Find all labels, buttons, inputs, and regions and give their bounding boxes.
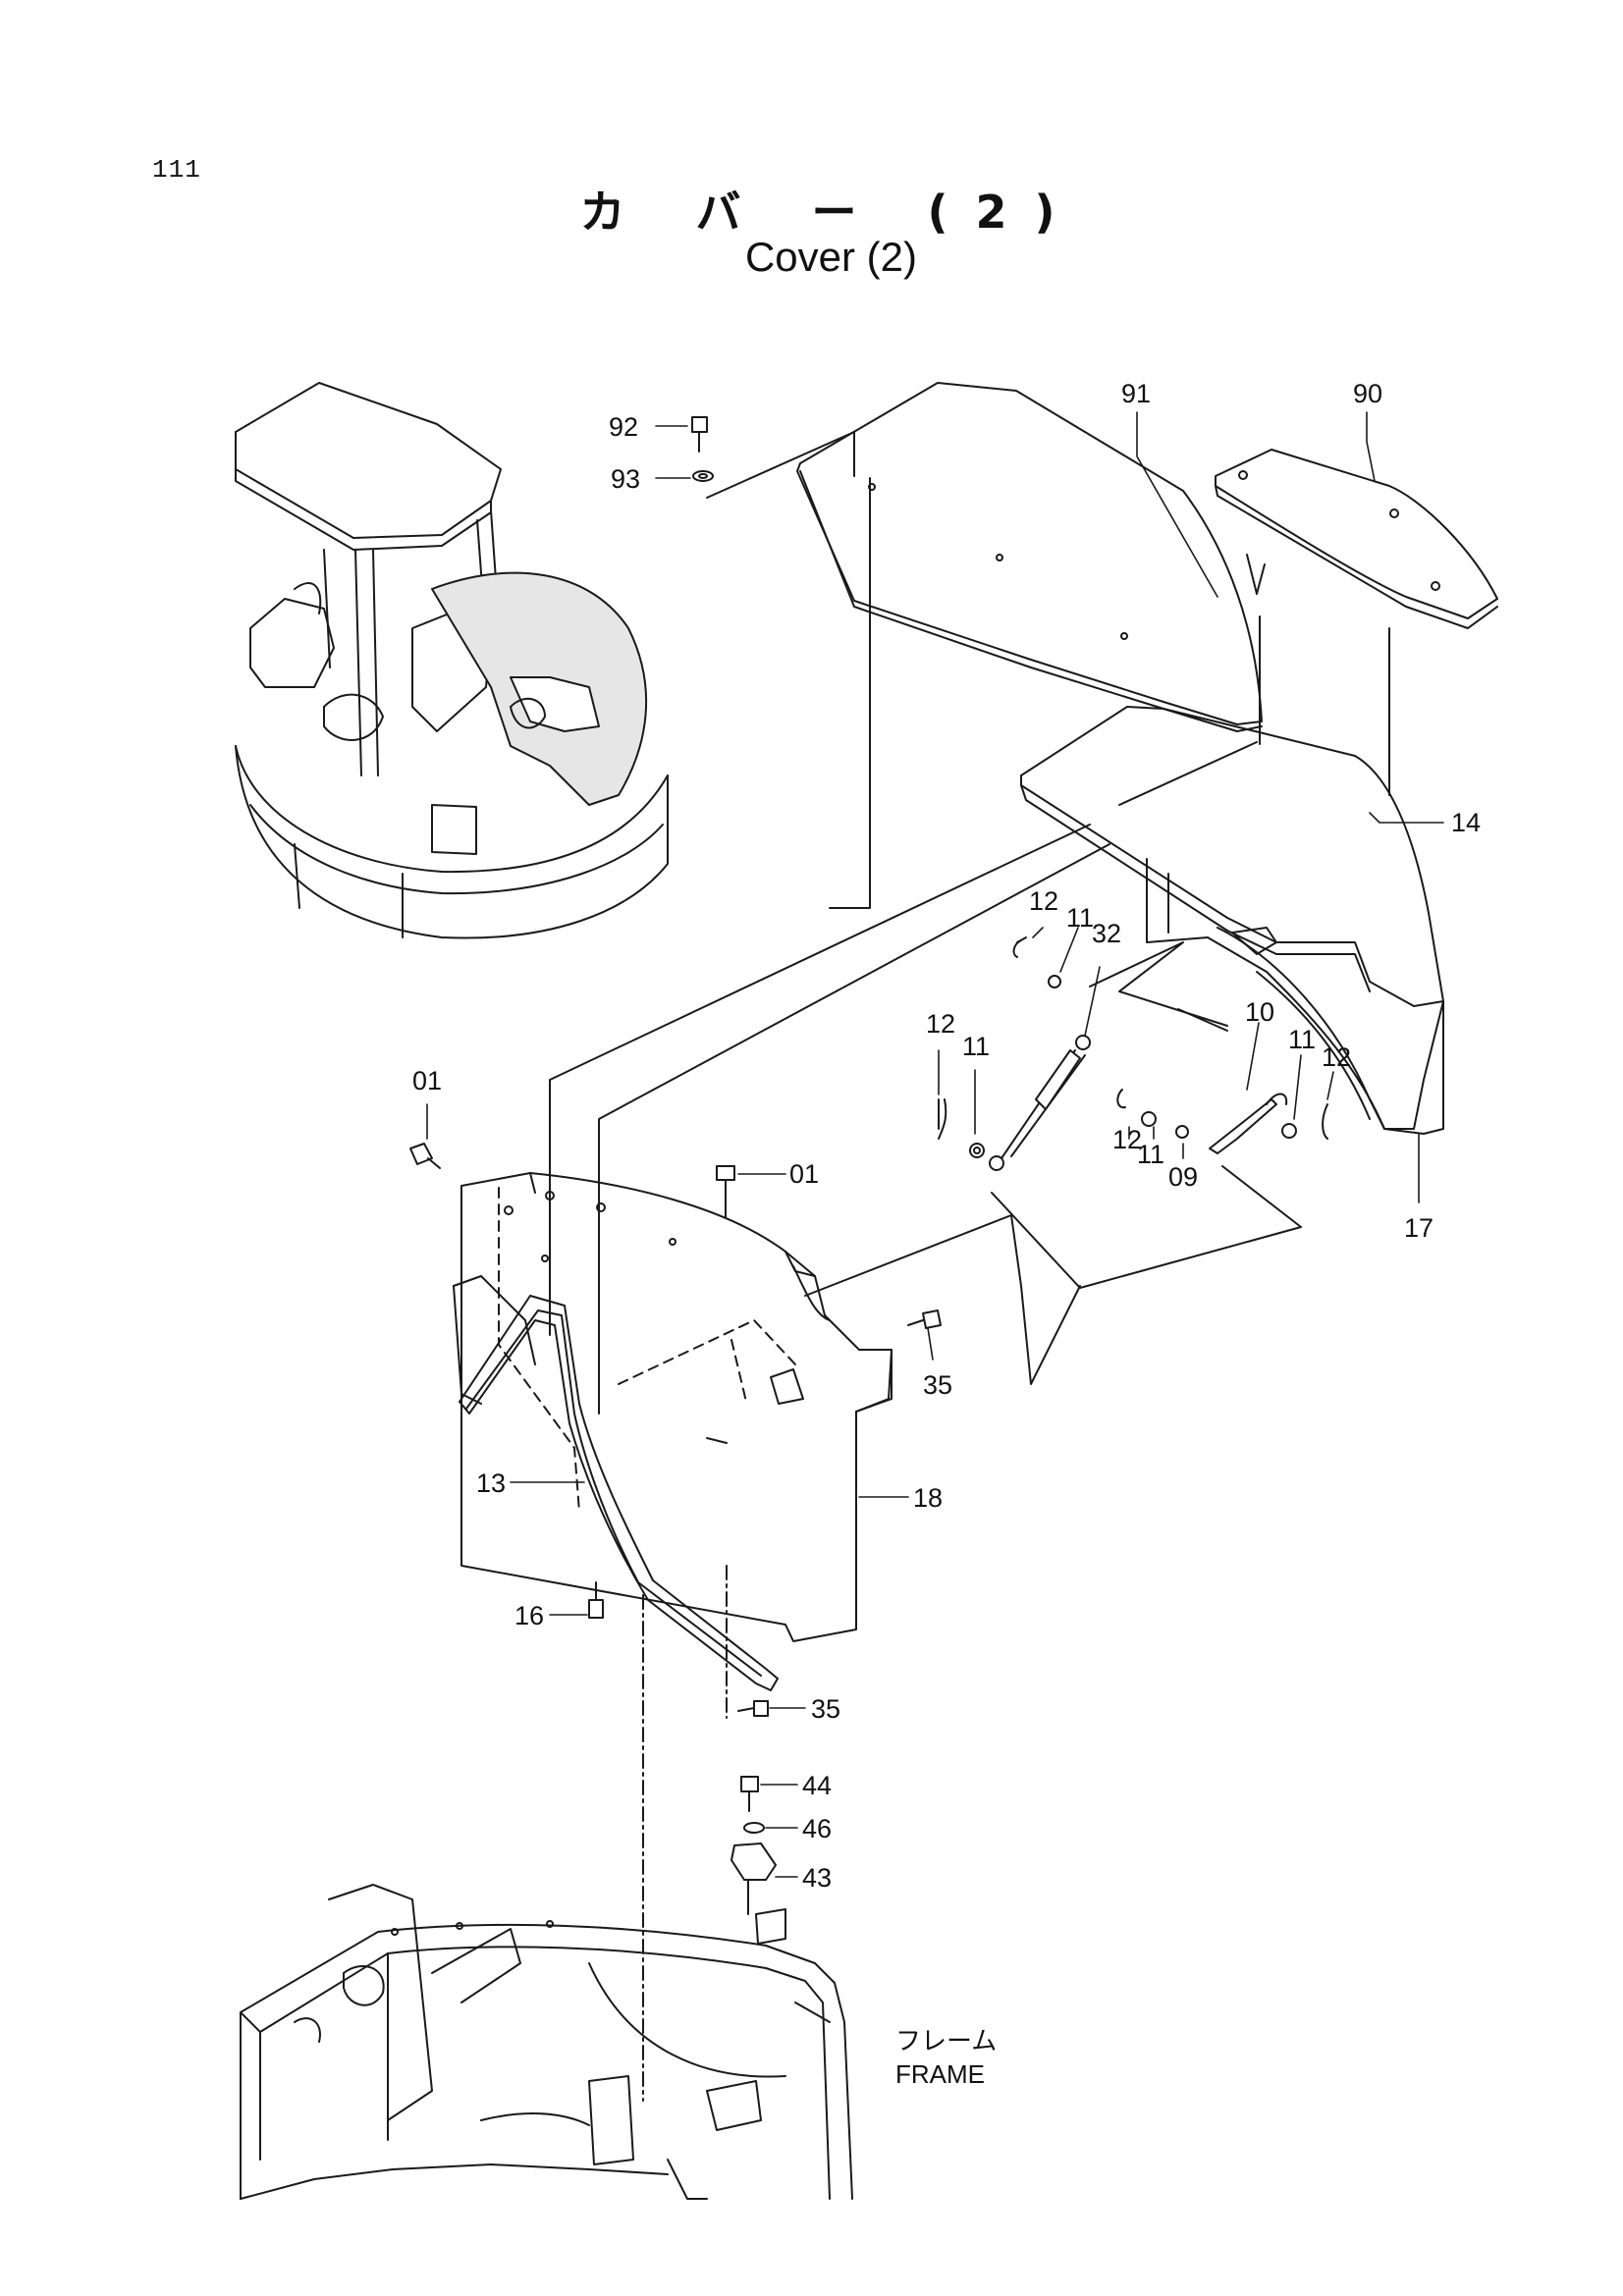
callout-18: 18	[913, 1483, 943, 1513]
excavator-overview-illustration	[235, 382, 669, 939]
assembly-leader-lines	[549, 431, 1390, 1415]
callout-46: 46	[802, 1814, 832, 1843]
callout-90: 90	[1353, 379, 1382, 408]
seal-strip-13	[459, 1295, 779, 1691]
callout-12d: 12	[1112, 1125, 1142, 1154]
callout-leaders	[426, 411, 1444, 1878]
callout-11d: 11	[1137, 1140, 1164, 1169]
gas-spring-32	[989, 1035, 1091, 1171]
callout-12c: 12	[1322, 1042, 1351, 1072]
callout-10: 10	[1245, 997, 1274, 1027]
callout-labels: 92 93 91 90 14 12 11 32 12 11 10 11 12 1…	[412, 379, 1481, 1893]
callout-16: 16	[514, 1601, 544, 1630]
page-number: 111	[152, 155, 201, 185]
callout-93: 93	[611, 464, 640, 494]
side-cover-18	[453, 1172, 893, 1642]
callout-17: 17	[1404, 1213, 1434, 1243]
callout-43: 43	[802, 1863, 832, 1893]
callout-01a: 01	[412, 1066, 442, 1095]
callout-13: 13	[476, 1468, 506, 1498]
callout-91: 91	[1121, 379, 1151, 408]
callout-11b: 11	[962, 1032, 990, 1061]
side-cover-panel-91	[796, 382, 1263, 732]
callout-35a: 35	[923, 1370, 952, 1400]
title-japanese: カ バ ー (2)	[579, 186, 1083, 239]
lower-leader-lines	[642, 1565, 728, 2102]
cover-plate-90	[1215, 449, 1498, 629]
callout-09: 09	[1168, 1162, 1198, 1192]
bolts	[409, 416, 942, 1915]
callout-35b: 35	[811, 1694, 840, 1724]
cover-assembly-14	[1020, 706, 1444, 1135]
frame-label: フレーム FRAME	[895, 2024, 997, 2091]
title-english: Cover (2)	[744, 234, 918, 280]
callout-32: 32	[1092, 919, 1121, 948]
frame-label-japanese: フレーム	[895, 2026, 998, 2056]
callout-44: 44	[802, 1771, 832, 1800]
callout-01b: 01	[789, 1159, 819, 1189]
frame-structure	[240, 1884, 853, 2200]
callout-11a: 11	[1066, 903, 1094, 933]
callout-12b: 12	[926, 1009, 955, 1039]
frame-label-english: FRAME	[895, 2059, 985, 2089]
callout-92: 92	[609, 412, 638, 442]
callout-12a: 12	[1029, 886, 1058, 916]
small-hardware-pins-washers	[938, 936, 1328, 1158]
callout-11c: 11	[1288, 1025, 1316, 1054]
callout-14: 14	[1451, 808, 1481, 837]
